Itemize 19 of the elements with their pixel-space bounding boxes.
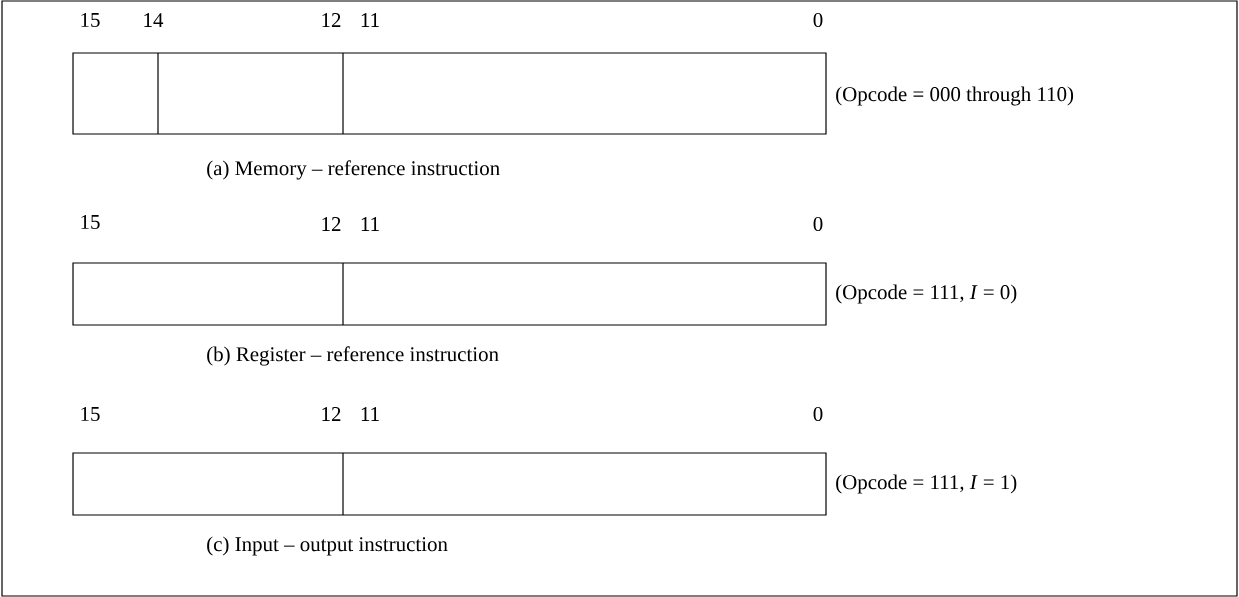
bit-number: 11 bbox=[361, 407, 379, 421]
bit-number: 0 bbox=[813, 406, 823, 422]
bit-number: 14 bbox=[144, 13, 164, 27]
bit-number: 0 bbox=[813, 12, 823, 28]
field-note: (Opcode = 111, I = 0) bbox=[836, 284, 1017, 304]
field-note: (Opcode = 111, I = 1) bbox=[836, 474, 1017, 494]
field-note: (Opcode = 000 through 110) bbox=[836, 86, 1074, 106]
format-caption: (a) Memory – reference instruction bbox=[207, 160, 500, 180]
format-caption: (b) Register – reference instruction bbox=[207, 346, 499, 366]
format-caption: (c) Input – output instruction bbox=[207, 536, 448, 556]
bit-number: 12 bbox=[322, 13, 341, 27]
bit-number: 15 bbox=[81, 13, 100, 27]
bit-number: 15 bbox=[81, 407, 100, 421]
bit-number: 11 bbox=[361, 217, 379, 231]
bit-number: 15 bbox=[81, 215, 100, 229]
bit-number: 0 bbox=[813, 216, 823, 232]
bit-number: 12 bbox=[322, 217, 341, 231]
bit-number: 12 bbox=[322, 407, 341, 421]
bit-number: 11 bbox=[361, 13, 379, 27]
